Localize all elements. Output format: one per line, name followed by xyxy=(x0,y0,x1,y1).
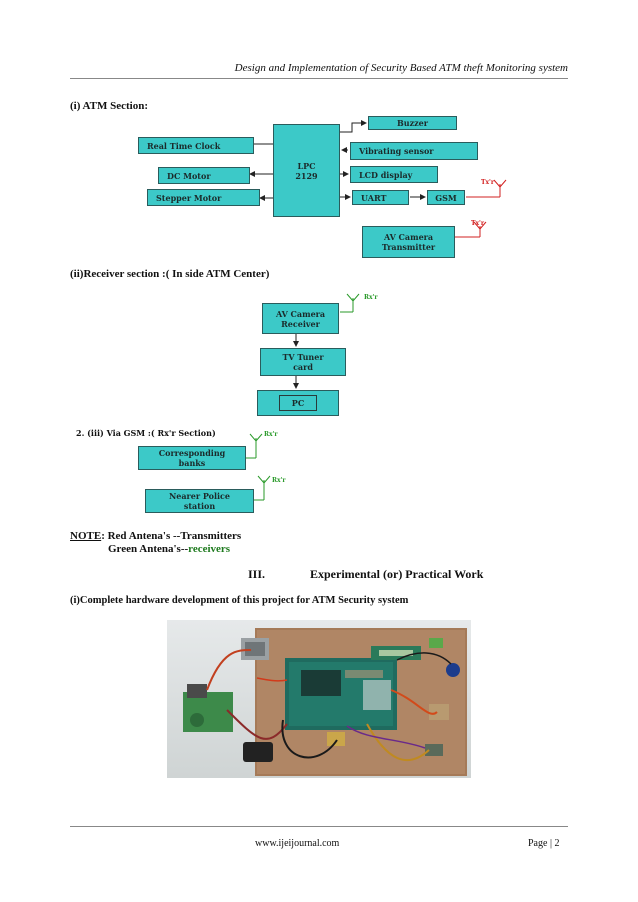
uart-block: UART xyxy=(352,190,409,205)
section-number: III. xyxy=(248,567,266,581)
dc-motor-block: DC Motor xyxy=(158,167,250,184)
vibrating-sensor-block: Vibrating sensor xyxy=(350,142,478,160)
pc-outer-block: PC xyxy=(257,390,339,416)
police-rx-antenna-label: Rx'r xyxy=(272,477,286,484)
av-camera-receiver-block: AV Camera Receiver xyxy=(262,303,339,334)
gsm-section-heading: 2. (iii) Via GSM :( Rx'r Section) xyxy=(76,428,216,438)
note-rx-highlight: receivers xyxy=(188,543,231,555)
av-camera-transmitter-block: AV Camera Transmitter xyxy=(362,226,455,258)
hardware-photo-illustration xyxy=(167,620,471,778)
tv-line2: card xyxy=(293,362,313,372)
police-line1: Nearer Police xyxy=(168,491,231,501)
gsm-tx-antenna-label: Tx'r xyxy=(481,179,495,186)
header-rule xyxy=(70,78,568,79)
pc-block: PC xyxy=(278,395,318,411)
banks-rx-antenna-label: Rx'r xyxy=(264,431,278,438)
receiver-section-heading: (ii)Receiver section :( In side ATM Cent… xyxy=(70,268,270,280)
page-number: Page | 2 xyxy=(528,838,560,849)
av-tx-line1: AV Camera xyxy=(383,232,434,242)
police-line2: station xyxy=(183,501,216,511)
av-rx-line2: Receiver xyxy=(281,318,320,329)
footer-rule xyxy=(70,826,568,827)
note-line-2: Green Antena's--receivers xyxy=(108,543,230,555)
footer-url[interactable]: www.ijeijournal.com xyxy=(255,838,340,849)
hardware-caption: (i)Complete hardware development of this… xyxy=(70,595,409,606)
real-time-clock-block: Real Time Clock xyxy=(138,137,254,154)
gsm-diagram-antennas xyxy=(246,433,271,501)
nearer-police-station-block: Nearer Police station xyxy=(145,489,254,513)
stepper-motor-block: Stepper Motor xyxy=(147,189,260,206)
corresponding-banks-block: Corresponding banks xyxy=(138,446,246,470)
section-title: Experimental (or) Practical Work xyxy=(310,567,484,581)
av-rx-antenna-label: Rx'r xyxy=(364,294,378,301)
lcd-display-block: LCD display xyxy=(350,166,438,183)
note-rx-prefix: Green Antena's-- xyxy=(108,543,189,555)
tv-line1: TV Tuner xyxy=(282,352,324,362)
tv-tuner-card-block: TV Tuner card xyxy=(260,348,346,376)
hardware-photo xyxy=(167,620,471,778)
banks-line2: banks xyxy=(178,458,206,468)
lpc-label: LPC xyxy=(297,160,316,171)
atm-diagram-connectors xyxy=(229,120,507,238)
running-header: Design and Implementation of Security Ba… xyxy=(234,62,568,74)
buzzer-block: Buzzer xyxy=(368,116,457,130)
note-line-1: NOTE: Red Antena's --Transmitters xyxy=(70,530,241,542)
av-rx-line1: AV Camera xyxy=(275,308,326,319)
banks-line1: Corresponding xyxy=(158,448,226,458)
gsm-block: GSM xyxy=(427,190,465,205)
receiver-diagram-connectors xyxy=(293,293,360,389)
note-label: NOTE xyxy=(70,530,102,542)
atm-section-heading: (i) ATM Section: xyxy=(70,100,149,112)
av-tx-antenna-label: Tx'r xyxy=(471,220,485,227)
note-tx-text: : Red Antena's --Transmitters xyxy=(101,530,242,542)
lpc-number: 2129 xyxy=(295,170,318,181)
lpc2129-block: LPC 2129 xyxy=(273,124,340,217)
av-tx-line2: Transmitter xyxy=(381,242,436,252)
